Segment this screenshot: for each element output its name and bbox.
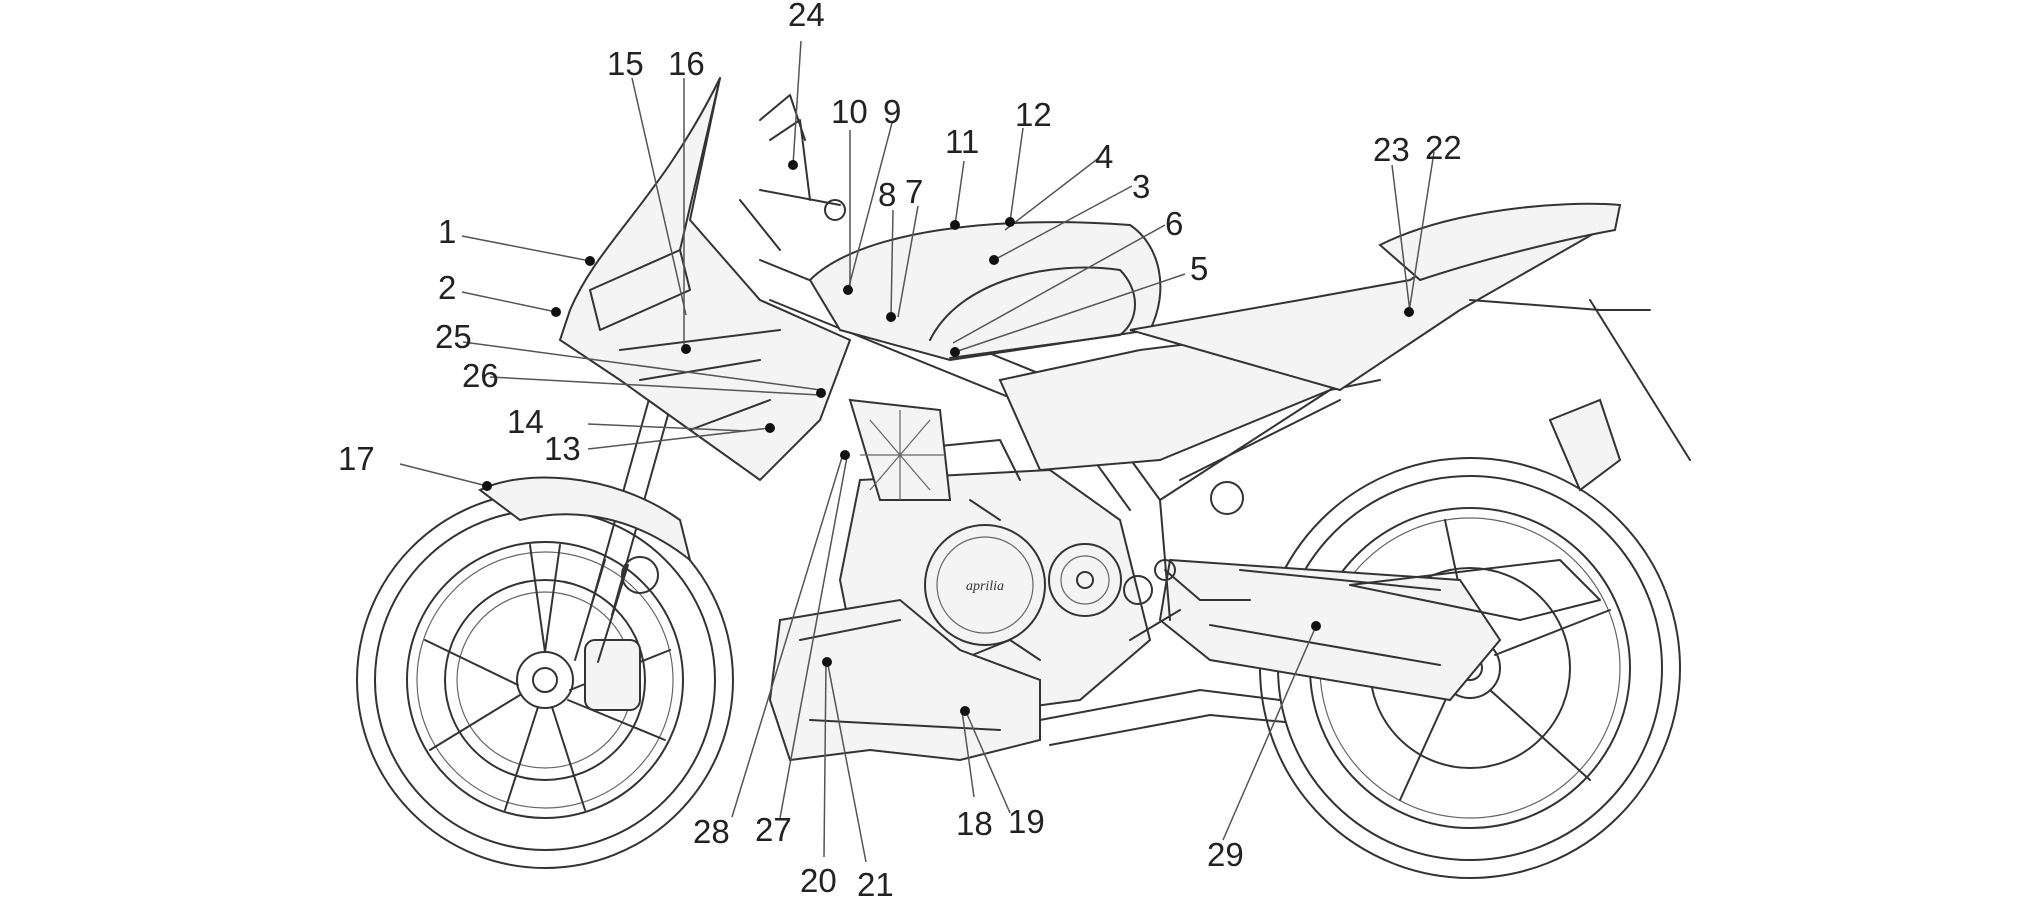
footpeg [1129, 559, 1251, 641]
front-fairing [558, 77, 852, 482]
callout-20: 20 [800, 862, 837, 899]
callout-16: 16 [668, 45, 705, 82]
callout-17: 17 [338, 440, 375, 477]
callout-3: 3 [1132, 168, 1150, 205]
callout-7: 7 [905, 173, 923, 210]
handlebar [739, 94, 846, 251]
swingarm [1158, 558, 1601, 702]
callout-1: 1 [438, 213, 456, 250]
callout-24: 24 [788, 0, 825, 33]
engine-logo: aprilia [966, 579, 1004, 594]
callout-13: 13 [544, 430, 581, 467]
callout-29: 29 [1207, 836, 1244, 873]
callout-21: 21 [857, 866, 894, 900]
callout-22: 22 [1425, 129, 1462, 166]
seat-tail [1129, 202, 1691, 492]
callout-8: 8 [878, 176, 896, 213]
callout-27: 27 [755, 811, 792, 848]
front-fork [478, 359, 692, 663]
leader-lines [399, 40, 1435, 863]
motorcycle-drawing: aprilia [356, 77, 1691, 879]
belly-pan [768, 598, 1041, 762]
callout-9: 9 [883, 93, 901, 130]
callout-14: 14 [507, 403, 544, 440]
callout-2: 2 [438, 269, 456, 306]
exhaust [1039, 689, 1286, 746]
callout-18: 18 [956, 805, 993, 842]
callout-28: 28 [693, 813, 730, 850]
callout-26: 26 [462, 357, 499, 394]
callout-15: 15 [607, 45, 644, 82]
callout-23: 23 [1373, 131, 1410, 168]
callout-6: 6 [1165, 205, 1183, 242]
callout-19: 19 [1008, 803, 1045, 840]
callout-labels: 1 2 3 4 5 6 7 8 9 10 11 12 13 14 15 16 1… [338, 0, 1462, 900]
callout-12: 12 [1015, 96, 1052, 133]
callout-25: 25 [435, 318, 472, 355]
callout-5: 5 [1190, 250, 1208, 287]
fuel-tank [808, 221, 1162, 362]
callout-4: 4 [1095, 138, 1113, 175]
callout-10: 10 [831, 93, 868, 130]
callout-11: 11 [945, 123, 979, 160]
